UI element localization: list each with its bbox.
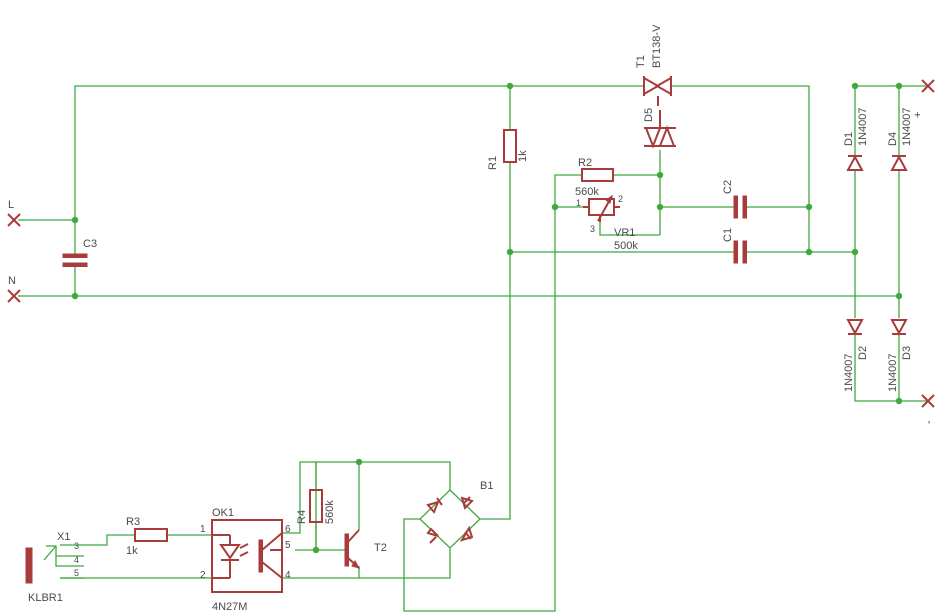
b1-ref: B1 xyxy=(480,480,493,492)
junction xyxy=(895,82,903,90)
wire-bridge-bottom xyxy=(358,548,451,579)
d1-ref: D1 xyxy=(843,132,855,146)
wire-r2-left xyxy=(554,174,582,207)
wire-gate-to-bridge xyxy=(403,207,556,612)
r4-ref: R4 xyxy=(296,510,308,524)
junction xyxy=(355,458,363,466)
t1-ref: T1 xyxy=(635,55,647,68)
junction xyxy=(656,171,664,179)
connector-x1: X1 3 4 5 KLBR1 xyxy=(25,531,84,604)
diode-d3: 1N4007 D3 xyxy=(887,319,913,392)
optocoupler-ok1: 1 2 4 5 6 OK1 4N27M xyxy=(200,507,291,613)
d1-value: 1N4007 xyxy=(857,107,869,146)
terminals: L N + - xyxy=(7,79,935,424)
x1-pin3: 3 xyxy=(74,541,79,551)
wire-bridge-top xyxy=(315,461,451,550)
terminal-N-cross xyxy=(7,289,21,303)
d3-value: 1N4007 xyxy=(887,353,899,392)
r3-value: 1k xyxy=(126,545,138,557)
vr1-pin3: 3 xyxy=(590,224,595,234)
diode-d2: 1N4007 D2 xyxy=(843,319,869,392)
diode-d1: D1 1N4007 xyxy=(843,107,869,171)
x1-pin5: 5 xyxy=(74,568,79,578)
wire-r1-to-bridge xyxy=(480,252,511,520)
d4-value: 1N4007 xyxy=(901,107,913,146)
junction xyxy=(851,82,859,90)
capacitor-c2: C2 xyxy=(722,180,747,219)
wire-top-right xyxy=(671,85,810,252)
r4-value: 560k xyxy=(324,500,336,524)
d4-ref: D4 xyxy=(887,132,899,146)
klbr1-ref: KLBR1 xyxy=(28,592,63,604)
wire-ok1-pin6 xyxy=(282,461,316,534)
junction xyxy=(312,546,320,554)
r3-ref: R3 xyxy=(126,516,140,528)
terminal-plus-cross xyxy=(921,79,935,93)
resistor-r4: R4 560k xyxy=(296,489,336,524)
d2-value: 1N4007 xyxy=(843,353,855,392)
r1-ref: R1 xyxy=(487,156,499,170)
vr1-pin1: 1 xyxy=(576,198,581,208)
junction xyxy=(71,216,79,224)
d5-ref: D5 xyxy=(643,108,655,122)
junction xyxy=(895,292,903,300)
junction xyxy=(805,203,813,211)
junction xyxy=(71,292,79,300)
r2-ref: R2 xyxy=(578,157,592,169)
wire-x1-pin3 xyxy=(84,534,135,546)
capacitor-c3: C3 xyxy=(62,238,97,267)
ok1-pin4: 4 xyxy=(285,570,291,581)
ok1-pin6: 6 xyxy=(285,524,291,535)
d2-ref: D2 xyxy=(857,346,869,360)
wire-d2-bottom xyxy=(854,334,928,402)
terminal-L-label: L xyxy=(8,199,14,211)
r2-value: 560k xyxy=(575,186,599,198)
t2-ref: T2 xyxy=(374,542,387,554)
junctions xyxy=(71,82,903,554)
x1-pin4: 4 xyxy=(74,555,79,565)
potentiometer-vr1: 1 2 3 VR1 500k xyxy=(576,194,638,252)
ok1-pin2: 2 xyxy=(200,570,206,581)
c3-ref: C3 xyxy=(83,238,97,250)
terminal-L-cross xyxy=(7,213,21,227)
ok1-pin5: 5 xyxy=(285,540,291,551)
resistor-r3: R3 1k xyxy=(126,516,168,557)
diode-d4: D4 1N4007 xyxy=(887,107,913,171)
vr1-ref: VR1 xyxy=(614,227,635,239)
d3-ref: D3 xyxy=(901,346,913,360)
resistor-r1: R1 1k xyxy=(487,129,529,170)
vr1-pin2: 2 xyxy=(618,194,623,204)
wire-vr1-pin3 xyxy=(599,218,660,236)
terminal-minus-label: - xyxy=(923,420,935,424)
capacitor-c1: C1 xyxy=(722,228,747,264)
bridge-rectifier-b1: B1 xyxy=(419,480,493,549)
r1-value: 1k xyxy=(517,150,529,162)
junction xyxy=(506,248,514,256)
c2-ref: C2 xyxy=(722,180,734,194)
ok1-ref: OK1 xyxy=(212,507,234,519)
wire-top-left xyxy=(74,85,644,220)
triac-t1: T1 BT138-V xyxy=(635,24,672,106)
terminal-plus-label: + xyxy=(912,112,924,118)
junction xyxy=(851,248,859,256)
t1-value: BT138-V xyxy=(651,24,663,68)
diac-d5: D5 xyxy=(643,108,676,149)
x1-ref: X1 xyxy=(57,531,70,543)
terminal-minus-cross xyxy=(921,394,935,408)
junction xyxy=(506,82,514,90)
junction xyxy=(656,203,664,211)
ok1-pin1: 1 xyxy=(200,524,206,535)
wires xyxy=(18,85,928,612)
terminal-N-label: N xyxy=(8,275,16,287)
junction xyxy=(895,397,903,405)
junction xyxy=(805,248,813,256)
resistor-r2: R2 560k xyxy=(575,157,614,198)
transistor-t2: T2 xyxy=(344,529,387,569)
ok1-value: 4N27M xyxy=(212,601,247,613)
junction xyxy=(551,203,559,211)
vr1-value: 500k xyxy=(614,240,638,252)
c1-ref: C1 xyxy=(722,228,734,242)
